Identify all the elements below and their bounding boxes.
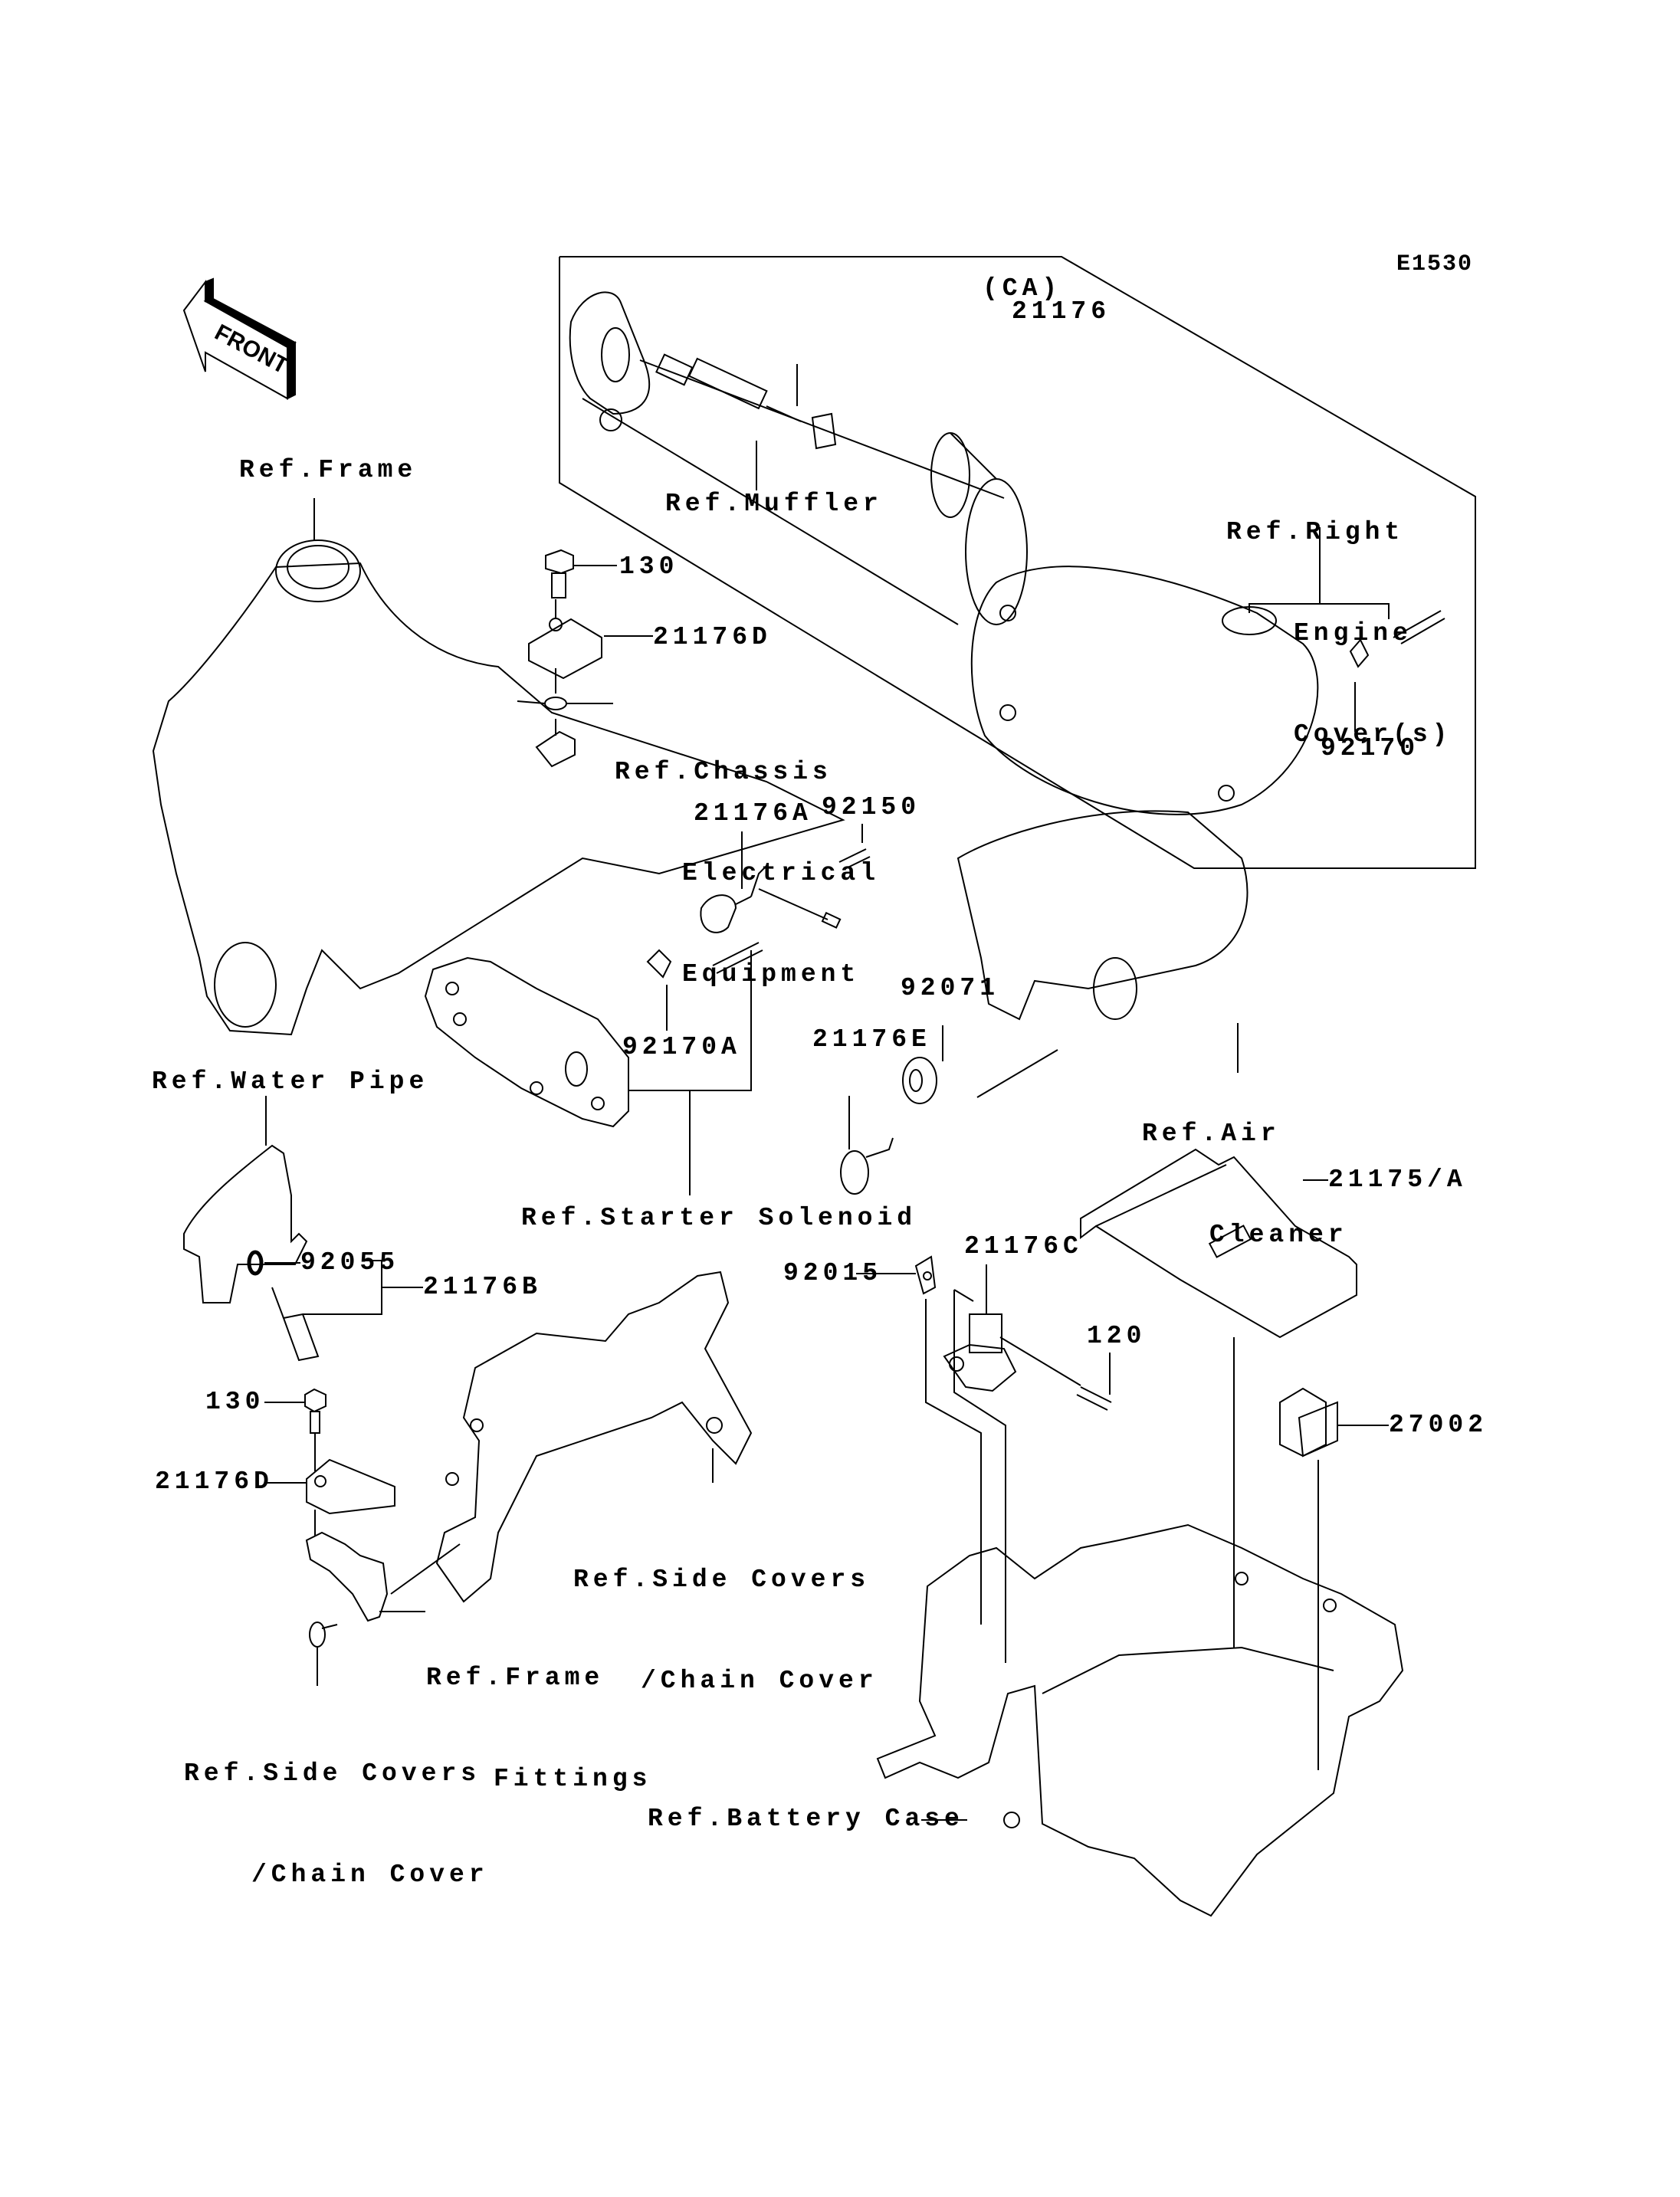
bolt-92150	[839, 849, 870, 870]
ref-label-right-engine-cover[interactable]: Ref.Right Engine Cover(s)	[1226, 448, 1452, 785]
part-label-21176E[interactable]: 21176E	[812, 1025, 931, 1054]
clip-92015	[916, 1257, 935, 1294]
part-label-21176B[interactable]: 21176B	[423, 1273, 542, 1301]
ref-line-1: Ref.Air	[1142, 1120, 1281, 1148]
sensor-21176D-bottom	[307, 1460, 395, 1513]
leader-starter-solenoid	[628, 950, 751, 1090]
water-pipe-drawing	[184, 1096, 307, 1303]
part-label-92170A[interactable]: 92170A	[622, 1033, 741, 1061]
sensor-21176B	[272, 1287, 318, 1360]
sensor-21176E	[841, 1138, 893, 1194]
ref-line-1: Ref.Right	[1226, 518, 1405, 546]
ref-label-muffler[interactable]: Ref.Muffler	[665, 490, 883, 518]
part-label-21176[interactable]: 21176	[1012, 297, 1111, 326]
sensor-21176A	[701, 866, 840, 933]
ref-label-frame-fittings[interactable]: Ref.Frame Fittings	[426, 1594, 651, 1830]
part-label-92071[interactable]: 92071	[901, 974, 1000, 1002]
front-arrow-icon: FRONT	[184, 279, 295, 398]
screw-side-cover	[310, 1622, 337, 1647]
bolt-130-bottom	[305, 1389, 326, 1433]
ref-line-1: Ref.Side Covers	[184, 1759, 481, 1788]
part-label-92150[interactable]: 92150	[822, 793, 921, 821]
bolt-right-cover	[1393, 611, 1445, 644]
ca-inset-frame	[559, 257, 1475, 868]
part-label-21176D-top[interactable]: 21176D	[653, 623, 772, 651]
side-cover-chain-cover-drawing	[437, 1272, 751, 1602]
terminal-chassis	[517, 697, 566, 710]
o2-sensor-21176	[656, 355, 835, 448]
axis-line-92071	[977, 1050, 1058, 1097]
part-label-21175A[interactable]: 21175/A	[1328, 1166, 1467, 1194]
part-label-92055[interactable]: 92055	[300, 1248, 400, 1277]
part-label-92015[interactable]: 92015	[783, 1259, 883, 1287]
ref-line-2: Engine	[1294, 619, 1413, 648]
clamp-92170A	[648, 950, 671, 977]
clamp-92170	[1350, 640, 1368, 667]
axis-line-92015	[926, 1299, 981, 1625]
ref-line-2: /Chain Cover	[641, 1667, 878, 1695]
ref-line-2: Electrical	[682, 859, 881, 887]
part-label-21176A[interactable]: 21176A	[694, 799, 812, 828]
ref-label-air-cleaner[interactable]: Ref.Air Cleaner	[1142, 1050, 1348, 1286]
axis-line-120	[1000, 1337, 1081, 1385]
ref-label-side-covers-right[interactable]: Ref.Side Covers /Chain Cover	[573, 1496, 878, 1732]
ref-line-1: Ref.Chassis	[615, 758, 832, 786]
ref-label-battery-case[interactable]: Ref.Battery Case	[648, 1805, 964, 1833]
ref-label-side-covers-left[interactable]: Ref.Side Covers /Chain Cover	[184, 1690, 489, 1926]
bolt-120	[1077, 1387, 1111, 1410]
muffler-drawing	[570, 292, 1027, 625]
ref-line-2: /Chain Cover	[251, 1861, 489, 1889]
frame-fittings-bracket	[307, 1533, 387, 1621]
frame-bracket	[536, 732, 575, 766]
bolt-starter	[713, 943, 763, 973]
ref-label-frame[interactable]: Ref.Frame	[239, 456, 418, 484]
diagram-code: E1530	[1396, 251, 1474, 277]
part-label-21176D-bottom[interactable]: 21176D	[155, 1467, 274, 1496]
ecu-21175A-drawing	[1081, 1149, 1357, 1337]
part-label-130-top[interactable]: 130	[619, 553, 679, 581]
part-label-21176C[interactable]: 21176C	[964, 1232, 1083, 1261]
region-label-ca: (CA)	[983, 274, 1062, 303]
ref-line-2: Cleaner	[1209, 1221, 1348, 1249]
bolt-130-top	[546, 550, 573, 598]
part-label-27002[interactable]: 27002	[1389, 1411, 1488, 1439]
ref-line-1: Ref.Side Covers	[573, 1566, 871, 1594]
ref-label-water-pipe[interactable]: Ref.Water Pipe	[152, 1067, 429, 1096]
battery-case-drawing	[878, 1525, 1403, 1916]
ref-line-1: Ref.Frame	[426, 1664, 605, 1692]
frame-drawing	[153, 498, 843, 1035]
part-label-92170[interactable]: 92170	[1321, 734, 1420, 762]
axis-line-fittings	[391, 1544, 460, 1594]
axis-line-21176C	[954, 1290, 1006, 1663]
ref-line-3: Cover(s)	[1294, 720, 1452, 749]
oring-92055	[249, 1252, 261, 1274]
part-label-130-bottom[interactable]: 130	[205, 1388, 265, 1416]
axis-line-21176C-top	[954, 1290, 973, 1301]
part-label-120[interactable]: 120	[1087, 1322, 1147, 1350]
ref-line-3: Equipment	[682, 960, 861, 989]
relay-27002	[1280, 1389, 1337, 1456]
sensor-21176D-top	[529, 618, 602, 678]
starter-solenoid-cover-drawing	[425, 958, 628, 1126]
ref-label-chassis-electrical[interactable]: Ref.Chassis Electrical Equipment	[615, 688, 880, 1025]
ref-line-2: Fittings	[494, 1765, 652, 1793]
air-cleaner-drawing	[958, 811, 1248, 1019]
grommet-92071	[903, 1058, 937, 1103]
ref-label-starter-solenoid[interactable]: Ref.Starter Solenoid	[521, 1204, 917, 1232]
tipover-sensor-21176C	[944, 1314, 1016, 1391]
